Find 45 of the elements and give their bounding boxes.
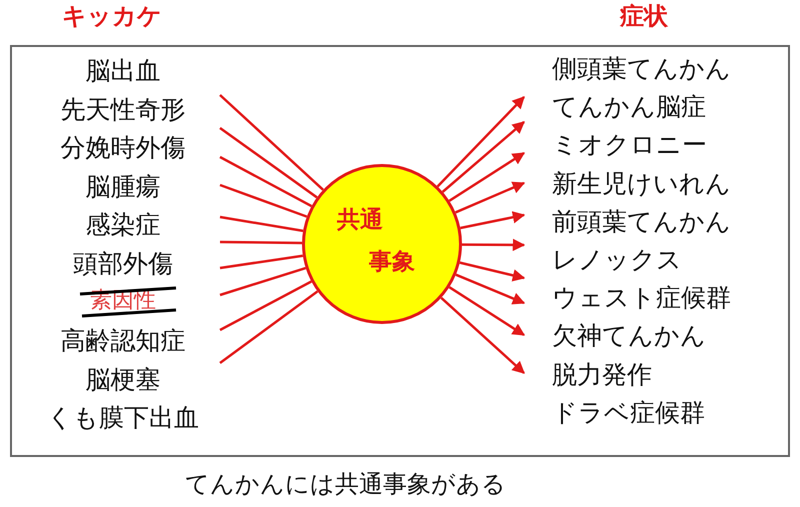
cause-text: 感染症 <box>86 212 160 238</box>
line <box>220 254 304 270</box>
arrow <box>440 296 525 374</box>
frame-box <box>10 45 790 457</box>
cause-text: 分娩時外傷 <box>60 135 186 160</box>
circle-text: 事象 <box>369 251 415 274</box>
symptom-text: レノックス <box>552 247 682 272</box>
symptom-text: てんかん脳症 <box>552 94 706 120</box>
column-heading: 症状 <box>620 4 668 28</box>
caption: てんかんには共通事象がある <box>185 472 506 496</box>
line <box>220 216 304 232</box>
symptom-text: 側頭葉てんかん <box>552 56 731 81</box>
symptom-text: ウェスト症候群 <box>552 285 731 310</box>
arrow <box>462 238 526 252</box>
cause-text: 先天性奇形 <box>60 96 186 122</box>
symptom-text: ドラベ症候群 <box>552 400 705 425</box>
cause-text: 頭部外傷 <box>73 251 173 276</box>
line <box>219 94 324 191</box>
cause-text: 脳腫瘍 <box>86 174 160 199</box>
symptom-text: ミオクロニー <box>552 132 707 158</box>
cause-text: 脳出血 <box>86 58 160 83</box>
arrow <box>448 286 526 336</box>
symptom-text: 新生児けいれん <box>552 170 731 196</box>
column-heading: キッカケ <box>62 4 162 28</box>
symptom-text: 脱力発作 <box>552 362 652 387</box>
cause-text: 脳梗塞 <box>86 366 160 392</box>
cause-text: 高齢認知症 <box>60 328 186 354</box>
arrow <box>448 152 526 202</box>
arrow <box>436 96 525 188</box>
line <box>220 240 302 244</box>
symptom-text: 欠神てんかん <box>552 323 706 348</box>
symptom-text: 前頭葉てんかん <box>552 208 731 234</box>
cause-text: くも膜下出血 <box>47 405 199 430</box>
arrow <box>460 211 526 230</box>
arrow <box>460 261 526 282</box>
line <box>219 290 318 364</box>
arrow <box>442 121 525 193</box>
line <box>219 126 318 198</box>
line <box>220 184 308 218</box>
circle-text: 共通 <box>337 209 383 232</box>
arrow <box>455 182 526 214</box>
line <box>219 280 312 332</box>
line <box>220 266 306 296</box>
arrow <box>455 274 526 304</box>
line <box>219 156 312 208</box>
